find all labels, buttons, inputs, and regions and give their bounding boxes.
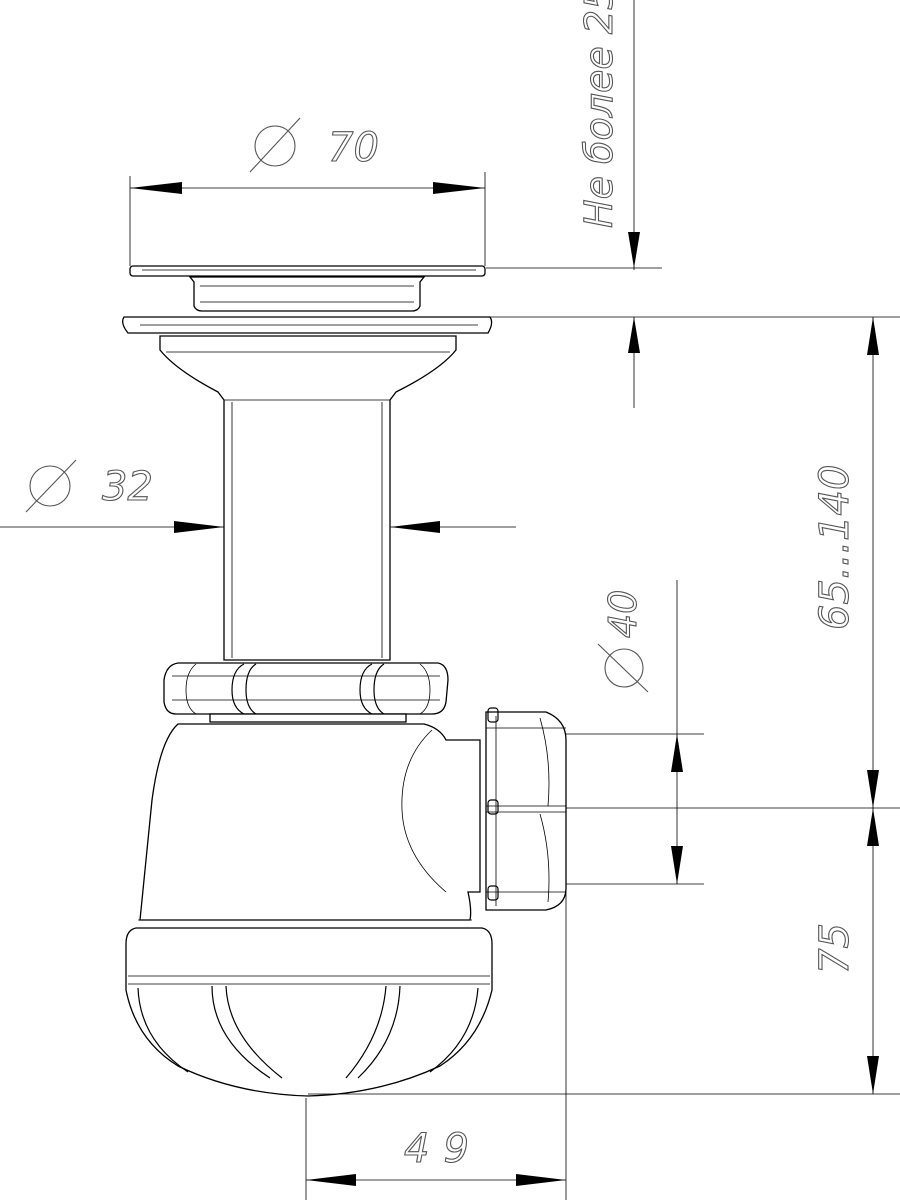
dim-outlet-diameter-value: 40 — [601, 590, 645, 638]
dim-trap-height-value: 75 — [812, 923, 858, 974]
dim-height-range-value: 65...140 — [812, 465, 858, 630]
dim-flange-diameter: 70 — [249, 117, 379, 173]
diameter-symbol-icon — [25, 459, 77, 513]
drain-pipe — [159, 335, 457, 661]
upper-union-nut — [163, 662, 449, 723]
strainer-plate — [129, 265, 486, 312]
diameter-symbol-icon — [249, 117, 301, 173]
dim-pipe-diameter-value: 32 — [102, 464, 153, 510]
dim-pipe-diameter: 32 — [25, 459, 153, 513]
diameter-symbol-icon — [597, 643, 649, 693]
dim-outlet-diameter: 40 — [597, 589, 649, 693]
siphon-part — [122, 265, 567, 1097]
trap-bowl — [138, 723, 481, 921]
dim-max-thickness: Не более 25 — [576, 0, 621, 229]
dimension-labels: 70 32 Не более 25 40 65...140 — [25, 0, 859, 1173]
dim-outlet-offset: 49 — [403, 1125, 483, 1172]
dim-flange-diameter-value: 70 — [328, 125, 379, 171]
dim-trap-height: 75 — [811, 923, 858, 975]
dim-outlet-offset-value: 49 — [404, 1126, 483, 1172]
sink-flange — [122, 316, 493, 334]
dim-height-range: 65...140 — [811, 464, 858, 630]
bottom-cap — [125, 927, 493, 1097]
outlet-union-nut — [485, 707, 567, 911]
dim-max-thickness-value: Не более 25 — [577, 0, 621, 228]
